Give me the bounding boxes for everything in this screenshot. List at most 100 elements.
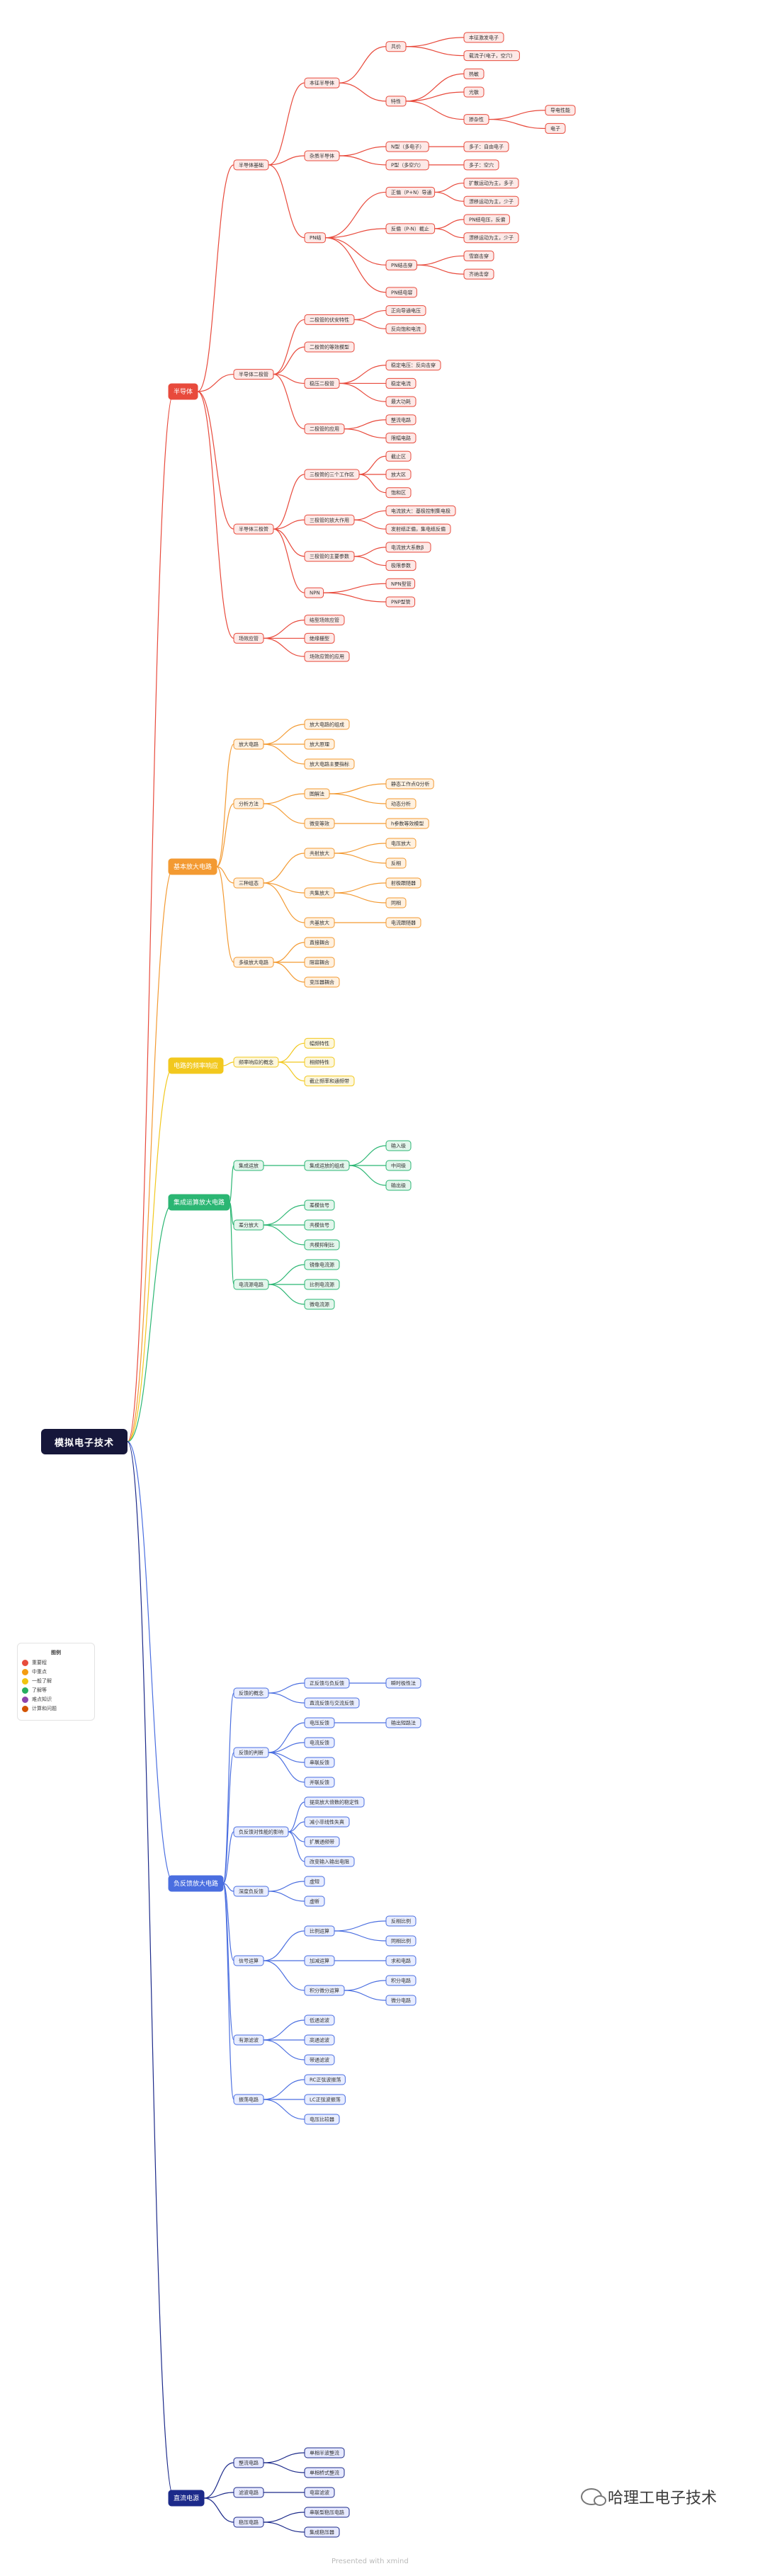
topic-node[interactable]: 场效应管的应用 [304,651,350,662]
topic-node[interactable]: 稳定电流 [385,377,416,389]
topic-node[interactable]: 差模信号 [304,1199,335,1211]
topic-node[interactable]: 电压放大 [385,838,416,849]
subtopic[interactable]: 三种组态 [233,877,264,889]
topic-node[interactable]: 极限参数 [385,560,416,571]
subtopic[interactable]: 信号运算 [233,1955,264,1966]
topic-node[interactable]: h参数等效模型 [385,818,429,829]
subtopic[interactable]: 半导体基础 [233,159,269,171]
subtopic[interactable]: 深度负反馈 [233,1886,269,1897]
topic-node[interactable]: LC正弦波振荡 [304,2094,346,2105]
topic-node[interactable]: 二极管的伏安特性 [304,314,355,325]
topic-node[interactable]: 多子：空穴 [463,159,499,171]
main-branch[interactable]: 电路的频率响应 [168,1057,224,1074]
subtopic[interactable]: 反馈的判断 [233,1747,269,1758]
topic-node[interactable]: 镜像电流源 [304,1259,340,1270]
subtopic[interactable]: 半导体二极管 [233,369,274,380]
topic-node[interactable]: 共集放大 [304,887,335,899]
topic-node[interactable]: 截止频率和通频带 [304,1076,355,1087]
topic-node[interactable]: 提高放大倍数的稳定性 [304,1796,365,1808]
topic-node[interactable]: 单相半波整流 [304,2447,345,2458]
topic-node[interactable]: 动态分析 [385,798,416,809]
topic-node[interactable]: 静态工作点Q分析 [385,778,434,790]
topic-node[interactable]: 虚断 [304,1896,325,1907]
subtopic[interactable]: 频率响应的概念 [233,1056,279,1068]
topic-node[interactable]: 加减运算 [304,1955,335,1966]
main-branch[interactable]: 基本放大电路 [168,858,217,875]
topic-node[interactable]: P型（多空穴） [385,159,429,171]
topic-node[interactable]: 雪崩击穿 [463,250,494,261]
main-branch[interactable]: 直流电源 [168,2490,205,2507]
topic-node[interactable]: 串联型稳压电路 [304,2507,350,2518]
topic-node[interactable]: 反相 [385,857,407,869]
topic-node[interactable]: 多子：自由电子 [463,141,509,152]
topic-node[interactable]: 串联反馈 [304,1757,335,1768]
topic-node[interactable]: 输出级 [385,1180,412,1191]
topic-node[interactable]: 集成稳压器 [304,2526,340,2538]
topic-node[interactable]: 三极管的三个工作区 [304,469,360,480]
topic-node[interactable]: 电压反馈 [304,1717,335,1728]
topic-node[interactable]: 射极跟随器 [385,877,421,889]
topic-node[interactable]: 载流子(电子，空穴) [463,50,520,62]
topic-node[interactable]: 发射结正偏，集电结反偏 [385,523,451,535]
topic-node[interactable]: 整流电路 [385,414,416,426]
topic-node[interactable]: 漂移运动为主，少子 [463,232,519,244]
subtopic[interactable]: 多级放大电路 [233,957,274,968]
topic-node[interactable]: PN结击穿 [385,259,417,270]
topic-node[interactable]: 电子 [545,122,566,134]
topic-node[interactable]: 稳压二极管 [304,377,340,389]
topic-node[interactable]: 共价 [385,41,407,52]
topic-node[interactable]: 掺杂性 [463,114,489,125]
topic-node[interactable]: 高通滤波 [304,2034,335,2046]
topic-node[interactable]: 反偏（P-N）截止 [385,223,436,234]
topic-node[interactable]: 共模信号 [304,1219,335,1231]
topic-node[interactable]: 微分电路 [385,1995,416,2006]
subtopic[interactable]: 有源滤波 [233,2034,264,2046]
topic-node[interactable]: 输入级 [385,1140,412,1151]
topic-node[interactable]: NPN [304,587,324,598]
subtopic[interactable]: 半导体三极管 [233,523,274,535]
topic-node[interactable]: PN结电压，反偏 [463,214,510,225]
topic-node[interactable]: 光敏 [463,86,484,98]
root-topic[interactable]: 模拟电子技术 [41,1429,128,1454]
topic-node[interactable]: 直流反馈与交流反馈 [304,1697,360,1709]
topic-node[interactable]: 稳定电压：反向击穿 [385,360,441,371]
topic-node[interactable]: 限幅电路 [385,433,416,444]
topic-node[interactable]: 幅频特性 [304,1037,335,1049]
topic-node[interactable]: 比例电流源 [304,1279,340,1290]
topic-node[interactable]: 共射放大 [304,848,335,859]
topic-node[interactable]: 正反馈与负反馈 [304,1677,350,1689]
topic-node[interactable]: 饱和区 [385,487,412,498]
topic-node[interactable]: 本征激发电子 [463,32,504,43]
subtopic[interactable]: 振荡电路 [233,2094,264,2105]
topic-node[interactable]: 同相比例 [385,1935,416,1947]
topic-node[interactable]: PNP型管 [385,596,416,608]
topic-node[interactable]: 积分电路 [385,1975,416,1986]
topic-node[interactable]: 扩展通频带 [304,1836,340,1847]
topic-node[interactable]: 反向饱和电流 [385,323,426,334]
topic-node[interactable]: 反相比例 [385,1915,416,1927]
topic-node[interactable]: 共模抑制比 [304,1239,340,1250]
subtopic[interactable]: 差分放大 [233,1219,264,1231]
topic-node[interactable]: 齐纳击穿 [463,268,494,280]
topic-node[interactable]: 减小非线性失真 [304,1816,350,1828]
topic-node[interactable]: 带通滤波 [304,2054,335,2065]
subtopic[interactable]: 整流电路 [233,2457,264,2468]
topic-node[interactable]: PN结电容 [385,287,417,298]
topic-node[interactable]: 输出短路法 [385,1717,421,1728]
topic-node[interactable]: 二极管的等效模型 [304,341,355,353]
topic-node[interactable]: 虚短 [304,1876,325,1887]
topic-node[interactable]: N型（多电子） [385,141,429,152]
topic-node[interactable]: 集成运放的组成 [304,1160,350,1171]
topic-node[interactable]: 本征半导体 [304,77,340,89]
topic-node[interactable]: RC正弦波振荡 [304,2074,346,2085]
topic-node[interactable]: 单相桥式整流 [304,2467,345,2478]
subtopic[interactable]: 稳压电路 [233,2517,264,2528]
main-branch[interactable]: 负反馈放大电路 [168,1875,224,1892]
topic-node[interactable]: 微变等效 [304,818,335,829]
subtopic[interactable]: 分析方法 [233,798,264,809]
topic-node[interactable]: 电流跟随器 [385,917,421,928]
main-branch[interactable]: 集成运算放大电路 [168,1194,230,1211]
main-branch[interactable]: 半导体 [168,383,198,400]
topic-node[interactable]: 相频特性 [304,1056,335,1068]
topic-node[interactable]: 并联反馈 [304,1777,335,1788]
